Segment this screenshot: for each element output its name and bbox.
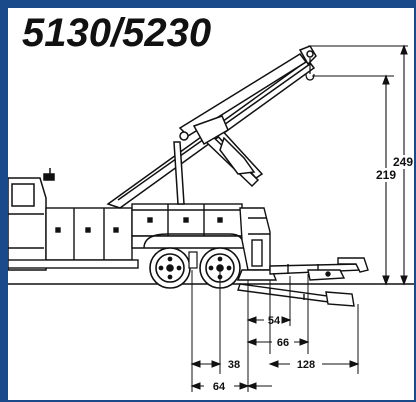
- rear-wheel-2: [199, 247, 241, 289]
- dim-label-38: 38: [228, 359, 240, 371]
- dim-label-249: 249: [393, 155, 413, 169]
- axle-hub: [188, 251, 198, 269]
- underlift-arm-upper: [269, 257, 369, 281]
- rear-wheel-1: [149, 247, 191, 289]
- dimension-128: [268, 360, 360, 368]
- dimension-66: [246, 338, 310, 346]
- dim-label-54: 54: [268, 315, 281, 327]
- dim-label-66: 66: [277, 337, 289, 349]
- underlift-arm-lower: [237, 283, 355, 307]
- dim-label-64: 64: [213, 381, 226, 393]
- dimension-64: [190, 382, 272, 390]
- dim-label-128: 128: [297, 359, 315, 371]
- boom: [106, 45, 317, 209]
- dimension-54: [246, 316, 292, 324]
- model-title: 5130/5230: [22, 11, 212, 55]
- dimension-38: [190, 360, 222, 368]
- tow-truck-drawing: 219 249: [8, 44, 414, 393]
- extension-lines: [191, 270, 359, 392]
- underlift: [236, 207, 278, 281]
- dim-label-219: 219: [376, 168, 396, 182]
- winch-hook: [305, 58, 315, 81]
- diagram-canvas: 5130/5230: [8, 8, 414, 400]
